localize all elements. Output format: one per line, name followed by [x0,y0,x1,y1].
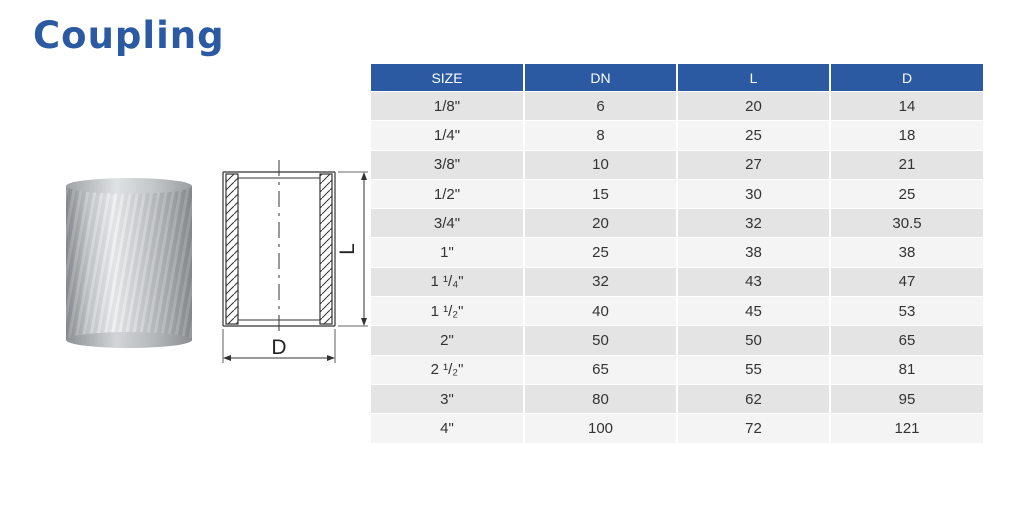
cell-size: 3/4" [371,208,525,238]
header-dn: DN [524,64,678,92]
cell-size: 2 ¹/₂" [371,354,525,385]
cell-dn: 20 [524,208,678,238]
cell-dn: 10 [524,149,678,180]
cell-dn: 15 [524,178,678,209]
cell-d: 65 [830,325,983,356]
cell-d: 47 [830,266,983,297]
cell-size: 1/4" [371,120,525,151]
cell-size: 2" [371,325,525,356]
table-header-row: SIZE DN L D [371,64,983,92]
cell-size: 3/8" [371,149,525,180]
cell-d: 95 [830,383,983,414]
cell-d: 21 [830,149,983,180]
cell-d: 53 [830,296,983,326]
cell-dn: 100 [524,413,678,443]
cell-dn: 6 [524,90,678,121]
cell-l: 30 [677,178,831,209]
left-wall [225,173,239,325]
cell-d: 25 [830,178,983,209]
cell-l: 50 [677,325,831,356]
cell-dn: 40 [524,296,678,326]
cell-l: 27 [677,149,831,180]
cell-dn: 65 [524,354,678,385]
cell-size: 1 ¹/₂" [371,296,525,326]
cell-dn: 80 [524,383,678,414]
cell-size: 1 ¹/₄" [371,266,525,297]
cell-d: 18 [830,120,983,151]
cell-d: 38 [830,237,983,268]
cell-size: 1/2" [371,178,525,209]
cell-l: 62 [677,383,831,414]
cell-dn: 25 [524,237,678,268]
cell-l: 43 [677,266,831,297]
cell-size: 3" [371,383,525,414]
cell-dn: 50 [524,325,678,356]
cell-d: 81 [830,354,983,385]
diameter-label: D [271,336,286,359]
cell-d: 121 [830,413,983,443]
header-d: D [830,64,983,92]
cell-size: 1" [371,237,525,268]
cell-d: 14 [830,90,983,121]
cell-d: 30.5 [830,208,983,238]
cell-dn: 32 [524,266,678,297]
right-wall [319,173,333,325]
cell-dn: 8 [524,120,678,151]
coupling-photo [66,178,192,348]
header-size: SIZE [371,64,525,92]
header-l: L [677,64,831,92]
cell-l: 38 [677,237,831,268]
cell-l: 45 [677,296,831,326]
cell-size: 4" [371,413,525,443]
cell-l: 20 [677,90,831,121]
page-title: Coupling [33,14,225,57]
cell-l: 55 [677,354,831,385]
length-label: L [336,243,359,255]
cell-l: 25 [677,120,831,151]
coupling-technical-drawing: L D [222,160,368,363]
cell-l: 32 [677,208,831,238]
cell-l: 72 [677,413,831,443]
cell-size: 1/8" [371,90,525,121]
